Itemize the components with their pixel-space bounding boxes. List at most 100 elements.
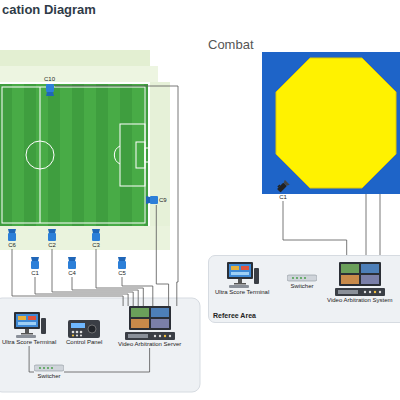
camera-number: C6 xyxy=(8,242,16,249)
device-node: C3 xyxy=(91,229,101,249)
drawing-part xyxy=(40,87,41,223)
combat-area xyxy=(262,52,400,261)
camera-number: C5 xyxy=(118,270,126,277)
device-node: C1 xyxy=(30,257,40,277)
drawing-part xyxy=(366,194,367,261)
diagram-title: cation Diagram xyxy=(2,2,96,17)
drawing-part xyxy=(145,148,149,162)
device-label: Video Arbitration Server xyxy=(118,341,181,348)
drawing-part xyxy=(120,124,145,186)
football-field xyxy=(0,84,149,226)
terminal-icon xyxy=(12,312,46,338)
device-node: Ultra Score Terminal xyxy=(215,262,269,296)
camera-number: C2 xyxy=(48,242,56,249)
camera-number: C3 xyxy=(92,242,100,249)
device-label: Control Panel xyxy=(66,339,102,346)
device-label: Switcher xyxy=(290,283,313,290)
camera-icon xyxy=(7,229,17,241)
device-node: C9 xyxy=(146,195,167,205)
video-system-icon xyxy=(125,306,175,340)
device-icon xyxy=(276,180,290,193)
camera-icon xyxy=(91,229,101,241)
device-node: Switcher xyxy=(287,274,317,290)
cable-line xyxy=(52,249,133,306)
device-icon xyxy=(34,364,64,372)
cable-line xyxy=(35,277,128,306)
stands xyxy=(0,50,170,250)
device-node: C6 xyxy=(7,229,17,249)
device-node: C5 xyxy=(117,257,127,277)
device-icon xyxy=(67,257,77,269)
cable-line xyxy=(72,277,138,306)
device-icon xyxy=(91,229,101,241)
device-node: C2 xyxy=(47,229,57,249)
camera-number: C1 xyxy=(279,194,287,201)
drawing-part xyxy=(150,82,170,232)
device-icon xyxy=(30,257,40,269)
cable-line xyxy=(64,348,150,372)
device-icon xyxy=(225,262,259,288)
device-icon xyxy=(125,306,175,340)
camera-icon xyxy=(276,180,290,193)
camera-number: C10 xyxy=(44,76,55,83)
drawing-part xyxy=(114,146,120,164)
cable-line xyxy=(12,249,123,306)
camera-icon xyxy=(117,257,127,269)
cable-line xyxy=(122,277,153,306)
device-icon xyxy=(146,195,158,205)
device-node: C4 xyxy=(67,257,77,277)
cable-line xyxy=(96,249,143,306)
switch-icon xyxy=(287,274,317,282)
device-node: Control Panel xyxy=(66,318,102,346)
device-icon xyxy=(287,274,317,282)
camera-icon xyxy=(45,84,55,96)
device-node: Video Arbitration System xyxy=(327,262,393,304)
device-node: Video Arbitration Server xyxy=(118,306,181,348)
device-label: Ultra Score Terminal xyxy=(215,289,269,296)
area-panel: Referee Area Ultra Score Terminal Switcher… xyxy=(208,255,400,323)
cable-line xyxy=(55,86,178,306)
video-system-icon xyxy=(335,262,385,296)
cable-line xyxy=(156,205,168,306)
device-icon xyxy=(7,229,17,241)
camera-number: C4 xyxy=(68,270,76,277)
cable-line xyxy=(283,201,347,262)
device-node: C10 xyxy=(44,76,55,96)
camera-icon xyxy=(67,257,77,269)
drawing-part xyxy=(0,84,148,226)
drawing-part xyxy=(0,50,150,66)
area-label: Referee Area xyxy=(213,312,256,319)
cable-line xyxy=(29,346,34,372)
drawing-part xyxy=(0,226,170,250)
device-node: Ultra Score Terminal xyxy=(2,312,56,346)
camera-number: C9 xyxy=(159,197,167,204)
device-node: C1 xyxy=(276,180,290,201)
drawing-part xyxy=(276,58,396,188)
drawing-part xyxy=(136,142,145,168)
device-label: Switcher xyxy=(37,373,60,380)
camera-icon xyxy=(30,257,40,269)
device-icon xyxy=(47,229,57,241)
control-panel-icon xyxy=(68,318,100,338)
device-icon xyxy=(68,318,100,338)
drawing-part xyxy=(262,52,400,194)
drawing-part xyxy=(0,66,158,82)
equipment-panel xyxy=(0,298,200,392)
device-icon xyxy=(45,84,55,96)
camera-icon xyxy=(146,195,158,205)
area-heading: Combat xyxy=(208,37,254,52)
camera-number: C1 xyxy=(31,270,39,277)
device-icon xyxy=(12,312,46,338)
device-label: Video Arbitration System xyxy=(327,297,393,304)
terminal-icon xyxy=(225,262,259,288)
device-icon xyxy=(117,257,127,269)
switch-icon xyxy=(34,364,64,372)
device-node: Switcher xyxy=(34,364,64,380)
drawing-part xyxy=(2,87,145,223)
camera-icon xyxy=(47,229,57,241)
device-icon xyxy=(335,262,385,296)
device-label: Ultra Score Terminal xyxy=(2,339,56,346)
